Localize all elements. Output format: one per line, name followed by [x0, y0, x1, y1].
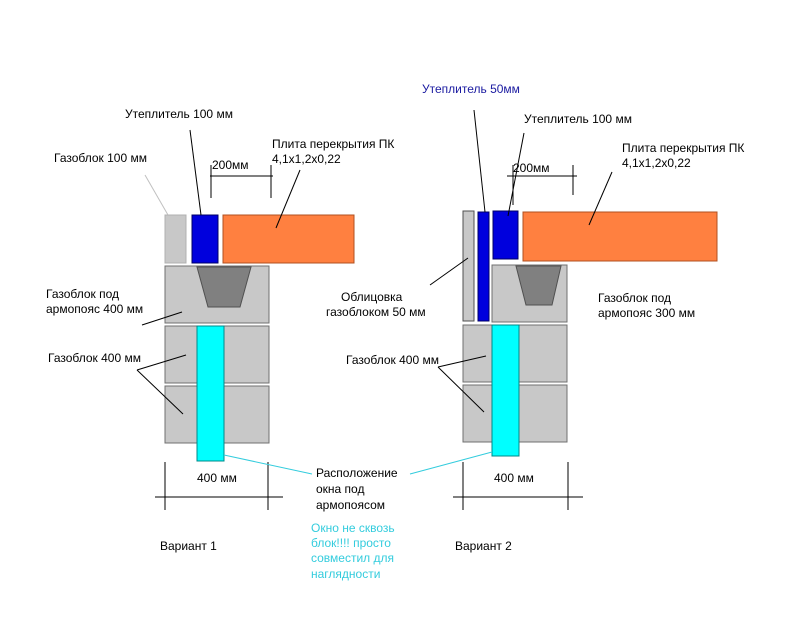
- v1-gasblock-100: [164, 214, 187, 264]
- v2-leader-slab: [588, 171, 613, 226]
- v2-dim-400-label: 400 мм: [494, 471, 534, 485]
- v2-leader-facing: [429, 257, 469, 286]
- v1-insulation-label: Утеплитель 100 мм: [125, 107, 233, 121]
- v1-gasblock-100-label: Газоблок 100 мм: [54, 151, 147, 165]
- v2-leader-insulation-50: [473, 109, 486, 213]
- remark-4: наглядности: [311, 567, 380, 581]
- v1-floor-slab: [222, 214, 355, 264]
- v2-slab-label-1: Плита перекрытия ПК: [622, 141, 744, 155]
- v2-insulation-100-label: Утеплитель 100 мм: [524, 112, 632, 126]
- v1-insulation-100: [191, 214, 219, 264]
- v2-dim-200-label: 200мм: [513, 161, 550, 175]
- v1-dim-200-label: 200мм: [212, 158, 249, 172]
- v2-rebar-channel: [515, 265, 562, 306]
- remark-1: Окно не сквозь: [311, 521, 395, 535]
- v1-dim-400-label: 400 мм: [197, 471, 237, 485]
- v2-leader-insulation-100: [507, 132, 525, 217]
- v2-title: Вариант 2: [455, 539, 512, 553]
- v2-slab-label-2: 4,1x1,2x0,22: [622, 156, 691, 170]
- remark-3: совместил для: [311, 551, 394, 565]
- v1-title: Вариант 1: [160, 539, 217, 553]
- v1-gasblock-400-label: Газоблок 400 мм: [48, 351, 141, 365]
- v1-leader-slab: [275, 169, 301, 229]
- v2-leader-gasblock-400-b: [437, 366, 485, 413]
- v1-slab-label-2: 4,1x1,2x0,22: [272, 152, 341, 166]
- v2-ring-beam-label-2: армопояс 300 мм: [598, 306, 695, 320]
- v2-ring-beam-label-1: Газоблок под: [598, 291, 671, 305]
- v1-leader-insulation: [189, 129, 202, 216]
- v1-leader-gasblock-400-a: [136, 354, 187, 371]
- v2-facing-block: [462, 210, 475, 322]
- v1-ring-beam-label-1: Газоблок под: [46, 287, 119, 301]
- v1-ring-beam-label-2: армопояс 400 мм: [46, 302, 143, 316]
- variant-2: Утеплитель 50мм Утеплитель 100 мм 200мм …: [326, 82, 744, 553]
- v1-leader-gasblock-100: [144, 174, 169, 216]
- window-note-2: окна под: [316, 482, 364, 496]
- v2-gasblock-400-label: Газоблок 400 мм: [346, 353, 439, 367]
- window-leader-left: [223, 454, 313, 475]
- v2-floor-slab: [522, 211, 718, 262]
- window-note-3: армопоясом: [316, 498, 385, 512]
- v2-facing-label-1: Облицовка: [341, 290, 403, 304]
- v2-leader-gasblock-400-a: [437, 355, 487, 368]
- v1-leader-ring-beam: [141, 311, 183, 326]
- v2-insulation-50: [477, 211, 490, 322]
- v2-facing-label-2: газоблоком 50 мм: [326, 305, 426, 319]
- v2-window: [491, 324, 520, 457]
- v2-insulation-100: [492, 210, 519, 260]
- v1-leader-gasblock-400-b: [136, 369, 184, 415]
- window-note-1: Расположение: [316, 466, 398, 480]
- window-leader-right: [409, 451, 493, 475]
- remark-2: блок!!!! просто: [311, 536, 391, 550]
- variant-1: Утеплитель 100 мм Газоблок 100 мм 200мм …: [46, 107, 394, 553]
- v2-insulation-50-label: Утеплитель 50мм: [422, 82, 520, 96]
- shared-notes: Расположение окна под армопоясом Окно не…: [223, 451, 493, 581]
- v1-slab-label-1: Плита перекрытия ПК: [272, 137, 394, 151]
- v1-rebar-channel: [196, 266, 252, 308]
- v1-window: [196, 325, 225, 462]
